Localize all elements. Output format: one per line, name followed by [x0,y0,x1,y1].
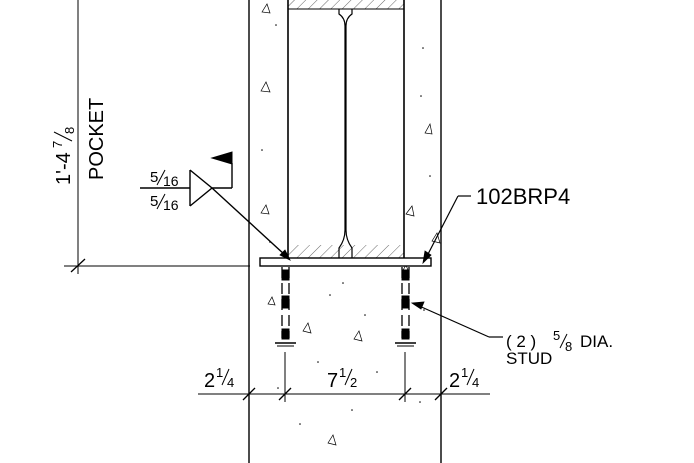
pocket-dimension-denominator: 8 [62,127,77,134]
stud-right [395,267,416,347]
stud-callout-qty: ( 2 ) [506,332,536,351]
column-web-left [338,9,346,258]
plate-callout: 102BRP4 [476,184,570,209]
dim-1-numerator: 1 [216,365,223,380]
weld-bottom-numerator: 5 [150,193,158,210]
dim-2-whole: 7 [327,370,338,392]
dim-3-whole: 2 [449,370,460,392]
weld-size-bottom: 5 16 [150,193,179,213]
plate-arrowhead-icon [422,250,432,265]
dim-1-denominator: 4 [227,375,234,390]
weld-leader [211,187,286,256]
stud-callout-leader [410,301,503,338]
dim-1-whole: 2 [204,370,215,392]
pocket-dimension-line [64,0,250,274]
stud-callout-denominator: 8 [565,339,572,354]
pocket-dimension-whole: 1'-4 [53,152,75,185]
steel-column [287,0,405,258]
field-weld-flag-icon [210,151,233,165]
weld-top-numerator: 5 [150,169,158,186]
weld-size-top: 5 16 [150,169,179,189]
stud-arrowhead-icon [410,301,425,310]
column-bottom-hatch [288,245,404,258]
pocket-label: POCKET [86,98,108,180]
dim-2-denominator: 2 [350,375,357,390]
bottom-dimension-1: 2 1 4 [204,365,234,392]
weld-arrowhead-icon [279,249,291,261]
stud-callout: ( 2 ) 5 8 DIA. STUD [506,328,613,368]
stud-callout-line2: STUD [506,349,552,368]
dim-3-denominator: 4 [472,375,479,390]
weld-top-denominator: 16 [163,173,179,189]
weld-symbol [140,151,291,261]
stud-left [275,267,296,347]
bottom-dimension-2: 7 1 2 [327,365,357,392]
column-web-right [345,9,353,258]
column-top-hatch [288,0,404,9]
pocket-dimension-numerator: 7 [50,141,65,148]
dim-2-numerator: 1 [339,365,346,380]
concrete-pocket [248,0,442,463]
weld-bottom-denominator: 16 [163,197,179,213]
stud-callout-suffix: DIA. [580,332,613,351]
bottom-dimension-3: 2 1 4 [449,365,479,392]
base-plate [259,257,432,267]
pocket-dimension-text: 1'-4 7 8 [50,127,77,185]
bottom-dimension-line [198,352,490,402]
stud-callout-numerator: 5 [553,328,560,343]
plate-callout-leader [422,195,471,265]
dim-3-numerator: 1 [461,365,468,380]
